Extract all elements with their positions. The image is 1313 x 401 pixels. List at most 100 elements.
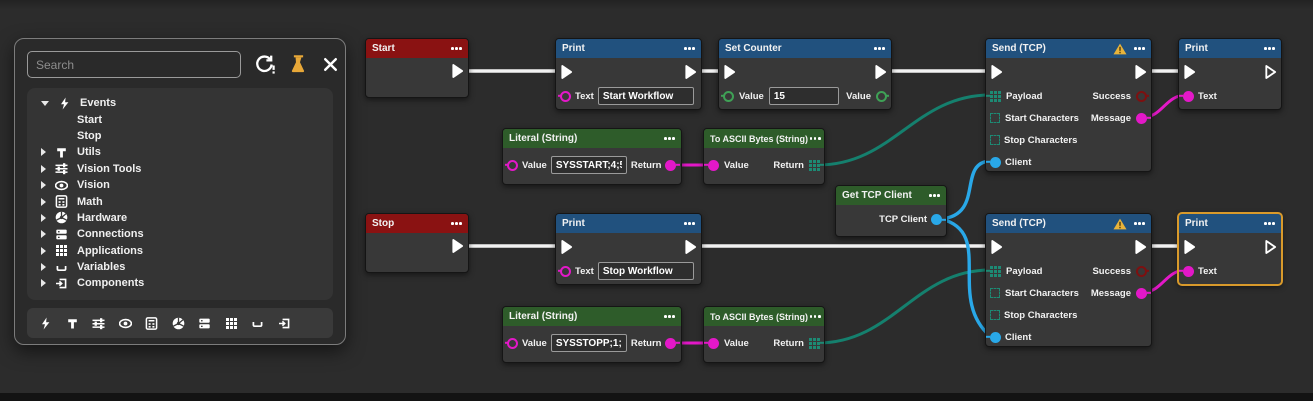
node-header[interactable]: Literal (String) (503, 129, 681, 148)
node-menu-dots[interactable] (449, 222, 462, 225)
node-to-ascii-bytes-top[interactable]: To ASCII Bytes (String) Value Return (703, 128, 825, 185)
value-output-port[interactable] (876, 90, 887, 102)
node-header[interactable]: Print (1179, 214, 1281, 233)
exec-out-port[interactable] (684, 64, 697, 80)
text-input-port[interactable] (1183, 265, 1194, 277)
node-header[interactable]: Set Counter (719, 39, 891, 58)
node-header[interactable]: Send (TCP) (986, 39, 1151, 58)
node-menu-dots[interactable] (808, 315, 821, 318)
return-output-port[interactable] (665, 159, 677, 171)
node-send-tcp-bottom[interactable]: Send (TCP) Payload Success Start Charact… (985, 213, 1152, 347)
caret-collapsed-icon[interactable] (41, 148, 46, 157)
node-get-tcp-client[interactable]: Get TCP Client TCP Client (835, 185, 947, 237)
literal-value-input[interactable] (550, 156, 627, 174)
eye-filter-icon[interactable] (119, 317, 132, 330)
box-arrow-filter-icon[interactable] (278, 317, 291, 330)
node-menu-dots[interactable] (1132, 222, 1145, 225)
value-input-port[interactable] (507, 337, 518, 349)
node-menu-dots[interactable] (662, 137, 675, 140)
node-menu-dots[interactable] (682, 47, 695, 50)
node-start[interactable]: Start (365, 38, 469, 98)
caret-collapsed-icon[interactable] (41, 230, 46, 239)
tree-item-variables[interactable]: Variables (27, 259, 333, 275)
node-print-bottom-right[interactable]: Print Text (1177, 212, 1283, 286)
tools-filter-icon[interactable] (66, 317, 79, 330)
caret-collapsed-icon[interactable] (41, 213, 46, 222)
node-header[interactable]: Print (556, 214, 701, 233)
node-menu-dots[interactable] (872, 47, 885, 50)
node-menu-dots[interactable] (1262, 47, 1275, 50)
tree-item-connections[interactable]: Connections (27, 226, 333, 242)
tcp-client-output-port[interactable] (931, 214, 942, 225)
node-menu-dots[interactable] (449, 47, 462, 50)
return-output-port[interactable] (809, 160, 820, 171)
tree-item-start[interactable]: Start (27, 111, 333, 127)
value-input-port[interactable] (708, 337, 719, 349)
node-header[interactable]: To ASCII Bytes (String) (704, 129, 824, 148)
tree-item-hardware[interactable]: Hardware (27, 210, 333, 226)
tree-item-stop[interactable]: Stop (27, 128, 333, 144)
node-menu-dots[interactable] (1132, 47, 1145, 50)
client-input-port[interactable] (990, 156, 1001, 168)
exec-in-port[interactable] (560, 64, 573, 80)
wire-ascii-bottom-to-payload[interactable] (816, 268, 992, 345)
node-stop[interactable]: Stop (365, 213, 469, 273)
caret-collapsed-icon[interactable] (41, 246, 46, 255)
refresh-icon[interactable] (253, 53, 276, 76)
stop-characters-input-port[interactable] (990, 135, 1000, 145)
exec-out-port[interactable] (874, 64, 887, 80)
tree-item-utils[interactable]: Utils (27, 144, 333, 160)
node-print-top[interactable]: Print Text (555, 38, 702, 110)
success-output-port[interactable] (1136, 90, 1147, 102)
close-icon[interactable] (321, 55, 340, 74)
caret-collapsed-icon[interactable] (41, 279, 46, 288)
grid-filter-icon[interactable] (225, 317, 238, 330)
text-input-port[interactable] (1183, 90, 1194, 102)
tree-item-events[interactable]: Events (27, 95, 333, 111)
node-header[interactable]: Print (1179, 39, 1281, 58)
stop-characters-input-port[interactable] (990, 310, 1000, 320)
exec-out-port[interactable] (1264, 239, 1277, 255)
exec-out-port[interactable] (684, 239, 697, 255)
counter-value-input[interactable] (768, 87, 839, 105)
exec-in-port[interactable] (1183, 64, 1196, 80)
node-literal-string-bottom[interactable]: Literal (String) Value Return (502, 306, 682, 363)
node-header[interactable]: Stop (366, 214, 468, 233)
server-filter-icon[interactable] (198, 317, 211, 330)
start-characters-input-port[interactable] (990, 113, 1000, 123)
caret-collapsed-icon[interactable] (41, 164, 46, 173)
wire-tcpclient-to-sendbottom[interactable] (939, 217, 992, 338)
tree-item-components[interactable]: Components (27, 275, 333, 291)
tree-item-vision-tools[interactable]: Vision Tools (27, 161, 333, 177)
tree-item-applications[interactable]: Applications (27, 243, 333, 259)
caret-collapsed-icon[interactable] (41, 197, 46, 206)
value-input-port[interactable] (507, 159, 518, 171)
node-literal-string-top[interactable]: Literal (String) Value Return (502, 128, 682, 185)
exec-in-port[interactable] (560, 239, 573, 255)
search-input[interactable] (27, 51, 241, 78)
wire-tcpclient-to-sendtop[interactable] (939, 159, 992, 221)
message-output-port[interactable] (1136, 112, 1147, 124)
tree-item-vision[interactable]: Vision (27, 177, 333, 193)
node-header[interactable]: Start (366, 39, 468, 58)
caret-collapsed-icon[interactable] (41, 181, 46, 190)
node-menu-dots[interactable] (808, 137, 821, 140)
exec-out-port[interactable] (451, 63, 464, 79)
sliders-filter-icon[interactable] (92, 317, 105, 330)
value-input-port[interactable] (708, 159, 719, 171)
bracket-filter-icon[interactable] (251, 317, 264, 330)
exec-out-port[interactable] (1134, 239, 1147, 255)
node-menu-dots[interactable] (927, 194, 940, 197)
success-output-port[interactable] (1136, 265, 1147, 277)
payload-input-port[interactable] (990, 266, 1001, 277)
lightning-filter-icon[interactable] (39, 317, 52, 330)
text-input-port[interactable] (560, 90, 571, 102)
exec-in-port[interactable] (990, 239, 1003, 255)
text-input-port[interactable] (560, 265, 571, 277)
caret-expanded-icon[interactable] (41, 100, 49, 106)
node-send-tcp-top[interactable]: Send (TCP) Payload Success Start Charact… (985, 38, 1152, 172)
text-value-input[interactable] (597, 87, 694, 105)
node-header[interactable]: Literal (String) (503, 307, 681, 326)
node-header[interactable]: Send (TCP) (986, 214, 1151, 233)
value-input-port[interactable] (723, 90, 734, 102)
